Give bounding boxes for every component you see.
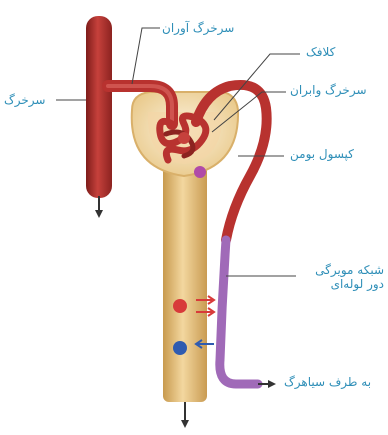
purple-dot xyxy=(194,166,206,178)
bowman-capsule-label: کپسول بومن xyxy=(290,148,354,162)
artery xyxy=(86,16,112,198)
renal-tubule xyxy=(163,150,207,402)
glomerulus-label: کلافک xyxy=(306,46,335,60)
red-dot xyxy=(173,299,187,313)
efferent-arteriole-label: سرخرگ وابران xyxy=(290,84,367,98)
peritubular-capillary xyxy=(220,240,258,384)
afferent-arteriole-label: سرخرگ آوران xyxy=(162,22,234,36)
to-vein-label: به طرف سیاهرگ xyxy=(284,376,371,390)
blue-dot xyxy=(173,341,187,355)
artery-label: سرخرگ xyxy=(4,94,45,108)
peritubular-capillaries-label: شبکه مویرگی دور لوله‌ای xyxy=(298,264,384,292)
